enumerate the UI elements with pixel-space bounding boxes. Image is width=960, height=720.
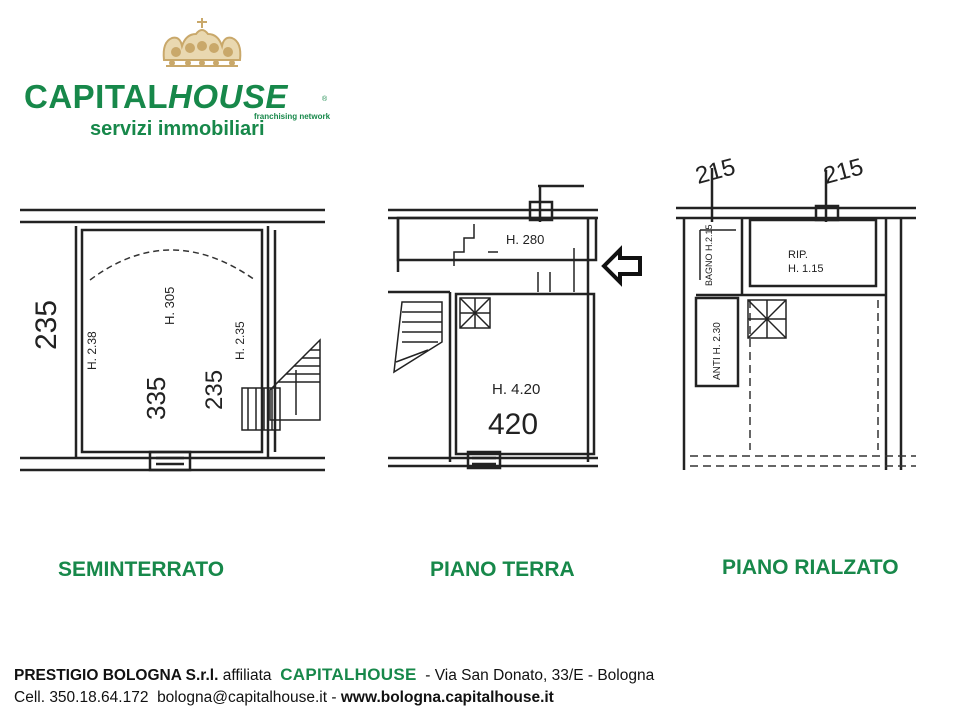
franchising-network: franchising network [254, 112, 331, 121]
dimension-235: 235 [30, 300, 63, 350]
company-name: PRESTIGIO BOLOGNA S.r.l. [14, 667, 219, 684]
floor-plan-drawing: 235 H. 2.38 335 H. 305 235 H. 2.35 [20, 208, 325, 472]
arrow-left-icon [601, 245, 642, 287]
registered-mark: ® [322, 96, 328, 103]
label-anti: ANTI H. 2.30 [712, 322, 723, 380]
height-115: H. 1.15 [788, 263, 823, 275]
label-rip: RIP. [788, 249, 808, 261]
company-address: - Via San Donato, 33/E - Bologna [425, 667, 655, 684]
dimension-215-left: 215 [693, 153, 739, 189]
floor-plan-drawing: 215 215 RIP. H. 1.15 BAGNO H.2.15 ANTI H… [676, 153, 916, 470]
plan-label-piano-rialzato: PIANO RIALZATO [722, 556, 899, 579]
height-238: H. 2.38 [85, 331, 99, 370]
label-bagno: BAGNO H.2.15 [704, 224, 714, 286]
crown-icon [162, 18, 242, 67]
height-280: H. 280 [506, 232, 544, 247]
brand-name: CAPITALHOUSE [24, 78, 288, 115]
height-235: H. 2.35 [233, 321, 247, 360]
footer-brand: CAPITALHOUSE [280, 665, 417, 684]
dimension-335: 335 [141, 377, 171, 420]
dimension-420: 420 [488, 408, 538, 441]
footer-line-1: PRESTIGIO BOLOGNA S.r.l. affiliata CAPIT… [14, 664, 654, 687]
floor-plan-seminterrato: 235 H. 2.38 335 H. 305 235 H. 2.35 [20, 200, 340, 490]
height-305: H. 305 [162, 287, 177, 325]
plan-label-seminterrato: SEMINTERRATO [58, 558, 225, 581]
floor-plan-piano-rialzato: 215 215 RIP. H. 1.15 BAGNO H.2.15 ANTI H… [676, 140, 920, 480]
website-link[interactable]: www.bologna.capitalhouse.it [340, 689, 554, 706]
tagline: servizi immobiliari [90, 118, 265, 140]
height-420: H. 4.20 [492, 381, 540, 398]
dimension-235b: 235 [201, 370, 228, 410]
phone-number: Cell. 350.18.64.172 [14, 689, 149, 706]
footer: PRESTIGIO BOLOGNA S.r.l. affiliata CAPIT… [14, 664, 654, 709]
footer-line-2: Cell. 350.18.64.172 bologna@capitalhouse… [14, 687, 654, 709]
floor-plan-drawing: H. 280 H. 4.20 420 [388, 184, 642, 470]
dimension-215-right: 215 [821, 153, 867, 189]
affiliata-text: affiliata [222, 667, 272, 684]
capitalhouse-logo: CAPITALHOUSE ® franchising network servi… [22, 14, 342, 144]
plan-label-piano-terra: PIANO TERRA [430, 558, 575, 581]
floor-plan-piano-terra: H. 280 H. 4.20 420 [388, 182, 650, 482]
email-link[interactable]: bologna@capitalhouse.it - [157, 689, 337, 706]
